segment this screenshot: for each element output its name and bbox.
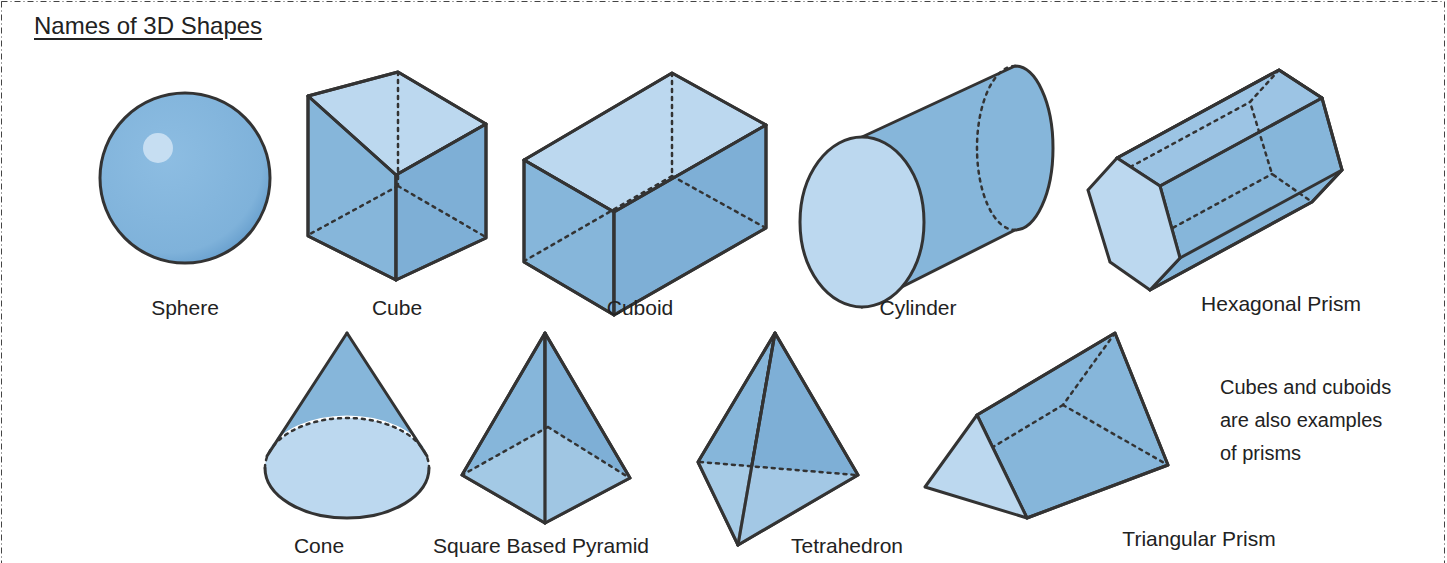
shape-name: Cuboid — [607, 296, 674, 320]
shape-name: Cube — [372, 296, 422, 320]
triangular-prism-figure — [925, 333, 1168, 518]
shape-name: Triangular Prism — [1122, 527, 1275, 551]
shape-name: Cylinder — [879, 296, 956, 320]
shape-name: Tetrahedron — [791, 534, 903, 558]
shape-name: Square Based Pyramid — [433, 534, 649, 558]
cuboid-figure — [524, 73, 766, 315]
shape-name: Hexagonal Prism — [1201, 292, 1361, 316]
shape-name: Sphere — [151, 296, 219, 320]
cylinder-figure — [800, 66, 1053, 307]
sphere-figure — [100, 93, 270, 263]
side-note: Cubes and cuboids are also examples of p… — [1220, 371, 1402, 470]
cube-figure — [308, 72, 486, 280]
shape-name: Cone — [294, 534, 344, 558]
cone-figure — [265, 333, 429, 518]
hexagonal-prism-figure — [1088, 70, 1342, 290]
square-pyramid-figure — [462, 333, 630, 523]
tetrahedron-figure — [698, 333, 858, 545]
page-title: Names of 3D Shapes — [34, 12, 262, 40]
